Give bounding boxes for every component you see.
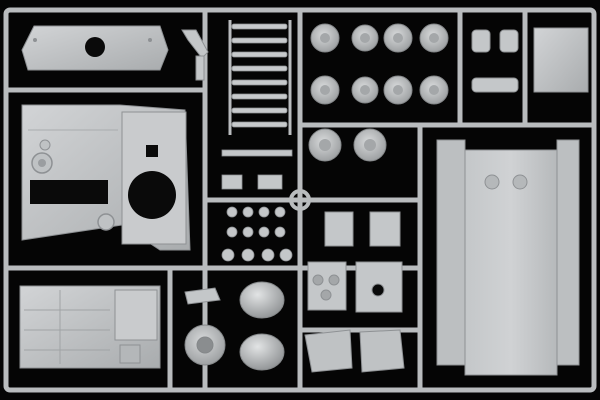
small-detail-parts [221, 149, 293, 262]
stowage-box-part [533, 27, 589, 93]
bracket-parts-lower [184, 287, 221, 305]
gearbox-parts [307, 211, 403, 313]
road-wheels [308, 23, 449, 162]
idler-parts [471, 29, 519, 93]
hull-floor-part [436, 139, 580, 376]
mudguard-parts [304, 329, 405, 373]
sprue-junction [289, 189, 311, 211]
cupola-parts [184, 281, 285, 371]
suspension-arm-parts [228, 20, 292, 135]
turret-plate-part [21, 25, 169, 71]
wheel-hubs [319, 33, 439, 151]
bracket-parts [181, 29, 209, 81]
hull-side-part [21, 104, 191, 251]
sprue-frame [3, 7, 597, 393]
engine-deck-part [19, 285, 161, 369]
